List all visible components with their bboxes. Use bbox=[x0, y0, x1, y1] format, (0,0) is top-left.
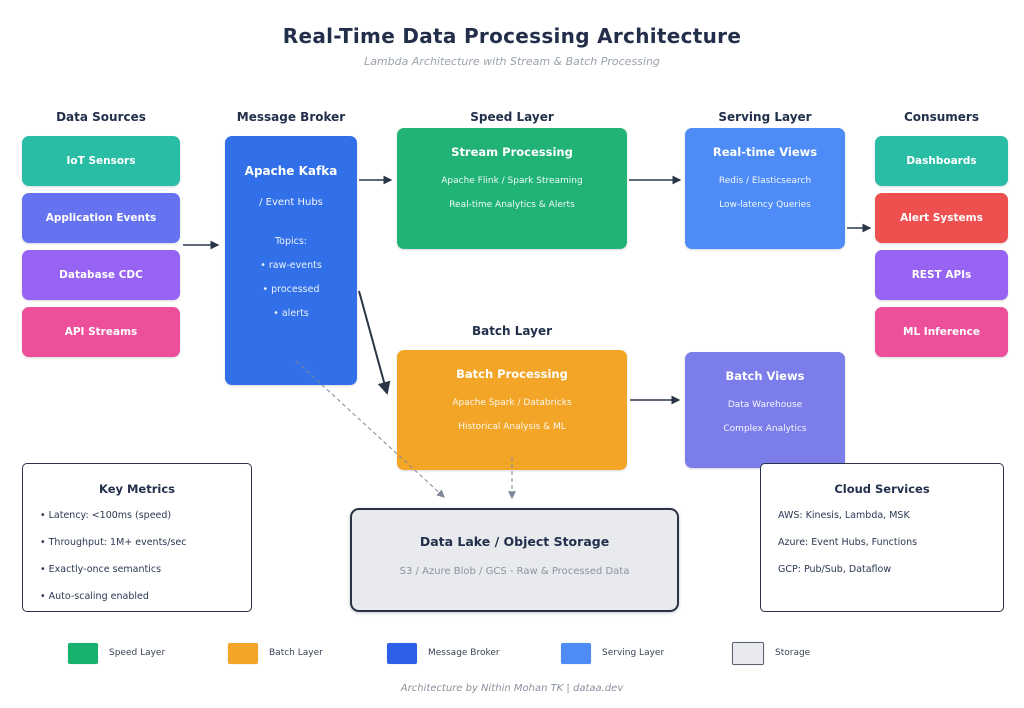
node-application-events: Application Events bbox=[22, 193, 180, 243]
batch-views-line1: Data Warehouse bbox=[727, 400, 803, 410]
cloud-services-title: Cloud Services bbox=[834, 482, 930, 496]
legend-swatch-storage bbox=[732, 641, 764, 665]
data-lake-title: Data Lake / Object Storage bbox=[419, 534, 610, 549]
node-label: Alert Systems bbox=[900, 212, 983, 224]
key-metrics-panel: Key Metrics • Latency: <100ms (speed) • … bbox=[22, 463, 252, 612]
node-label: Application Events bbox=[45, 212, 157, 224]
node-iot-sensors: IoT Sensors bbox=[22, 136, 180, 186]
header-message-broker: Message Broker bbox=[236, 110, 346, 124]
legend-swatch-speed-layer bbox=[68, 642, 98, 664]
header-consumers: Consumers bbox=[904, 110, 979, 124]
realtime-views-line2: Low-latency Queries bbox=[719, 200, 811, 210]
header-serving-layer: Serving Layer bbox=[718, 110, 812, 124]
page-title: Real-Time Data Processing Architecture bbox=[282, 24, 742, 48]
kafka-subtitle: / Event Hubs bbox=[259, 197, 323, 208]
kafka-topic-processed: • processed bbox=[262, 284, 320, 295]
node-alert-systems: Alert Systems bbox=[875, 193, 1008, 243]
key-metric-semantics: • Exactly-once semantics bbox=[40, 564, 162, 575]
footer-credit: Architecture by Nithin Mohan TK | dataa.… bbox=[400, 683, 624, 694]
legend-label: Storage bbox=[775, 648, 811, 658]
realtime-views-title: Real-time Views bbox=[712, 145, 818, 159]
node-label: REST APIs bbox=[911, 269, 972, 281]
key-metric-throughput: • Throughput: 1M+ events/sec bbox=[40, 537, 187, 548]
cloud-service-aws: AWS: Kinesis, Lambda, MSK bbox=[778, 510, 910, 521]
key-metrics-title: Key Metrics bbox=[98, 482, 176, 496]
legend-label: Serving Layer bbox=[602, 648, 665, 658]
cloud-services-panel: Cloud Services AWS: Kinesis, Lambda, MSK… bbox=[760, 463, 1004, 612]
node-batch-processing: Batch Processing Apache Spark / Databric… bbox=[397, 350, 627, 470]
kafka-topic-raw-events: • raw-events bbox=[260, 260, 322, 271]
cloud-service-gcp: GCP: Pub/Sub, Dataflow bbox=[778, 564, 892, 575]
batch-views-line2: Complex Analytics bbox=[723, 424, 807, 434]
node-label: Dashboards bbox=[906, 155, 977, 167]
stream-processing-line2: Real-time Analytics & Alerts bbox=[449, 200, 575, 210]
node-apache-kafka: Apache Kafka / Event Hubs Topics: • raw-… bbox=[225, 136, 357, 385]
node-stream-processing: Stream Processing Apache Flink / Spark S… bbox=[397, 128, 627, 249]
arrow-kafka-to-batch bbox=[358, 290, 391, 395]
node-dashboards: Dashboards bbox=[875, 136, 1008, 186]
stream-processing-line1: Apache Flink / Spark Streaming bbox=[441, 176, 583, 186]
legend-swatch-serving-layer bbox=[561, 642, 591, 664]
node-api-streams: API Streams bbox=[22, 307, 180, 357]
batch-views-title: Batch Views bbox=[725, 369, 805, 383]
legend-item-batch-layer: Batch Layer bbox=[228, 642, 323, 664]
cloud-service-azure: Azure: Event Hubs, Functions bbox=[778, 537, 918, 548]
batch-processing-line1: Apache Spark / Databricks bbox=[452, 398, 572, 408]
node-ml-inference: ML Inference bbox=[875, 307, 1008, 357]
node-realtime-views: Real-time Views Redis / Elasticsearch Lo… bbox=[685, 128, 845, 249]
legend-label: Speed Layer bbox=[109, 648, 166, 658]
batch-processing-line2: Historical Analysis & ML bbox=[458, 422, 566, 432]
node-label: ML Inference bbox=[903, 326, 980, 338]
batch-processing-title: Batch Processing bbox=[456, 367, 568, 381]
node-data-lake: Data Lake / Object Storage S3 / Azure Bl… bbox=[350, 508, 679, 612]
key-metric-autoscaling: • Auto-scaling enabled bbox=[40, 591, 149, 602]
kafka-topics-label: Topics: bbox=[274, 236, 308, 247]
kafka-topic-alerts: • alerts bbox=[273, 308, 309, 319]
header-data-sources: Data Sources bbox=[56, 110, 146, 124]
legend-item-speed-layer: Speed Layer bbox=[68, 642, 165, 664]
legend-swatch-batch-layer bbox=[228, 642, 258, 664]
kafka-title: Apache Kafka bbox=[244, 164, 338, 178]
legend-item-storage: Storage bbox=[732, 641, 811, 665]
node-database-cdc: Database CDC bbox=[22, 250, 180, 300]
node-label: Database CDC bbox=[59, 269, 143, 281]
key-metric-latency: • Latency: <100ms (speed) bbox=[40, 510, 172, 521]
node-label: IoT Sensors bbox=[66, 155, 136, 167]
legend-item-serving-layer: Serving Layer bbox=[561, 642, 664, 664]
header-speed-layer: Speed Layer bbox=[470, 110, 554, 124]
legend-label: Batch Layer bbox=[269, 648, 323, 658]
data-lake-subtitle: S3 / Azure Blob / GCS - Raw & Processed … bbox=[399, 566, 630, 577]
stream-processing-title: Stream Processing bbox=[451, 145, 573, 159]
node-batch-views: Batch Views Data Warehouse Complex Analy… bbox=[685, 352, 845, 468]
header-batch-layer: Batch Layer bbox=[471, 324, 553, 338]
legend-label: Message Broker bbox=[428, 648, 500, 658]
page-subtitle: Lambda Architecture with Stream & Batch … bbox=[364, 55, 660, 68]
legend-swatch-message-broker bbox=[387, 642, 417, 664]
node-label: API Streams bbox=[64, 326, 138, 338]
legend-item-message-broker: Message Broker bbox=[387, 642, 500, 664]
realtime-views-line1: Redis / Elasticsearch bbox=[718, 176, 812, 186]
node-rest-apis: REST APIs bbox=[875, 250, 1008, 300]
